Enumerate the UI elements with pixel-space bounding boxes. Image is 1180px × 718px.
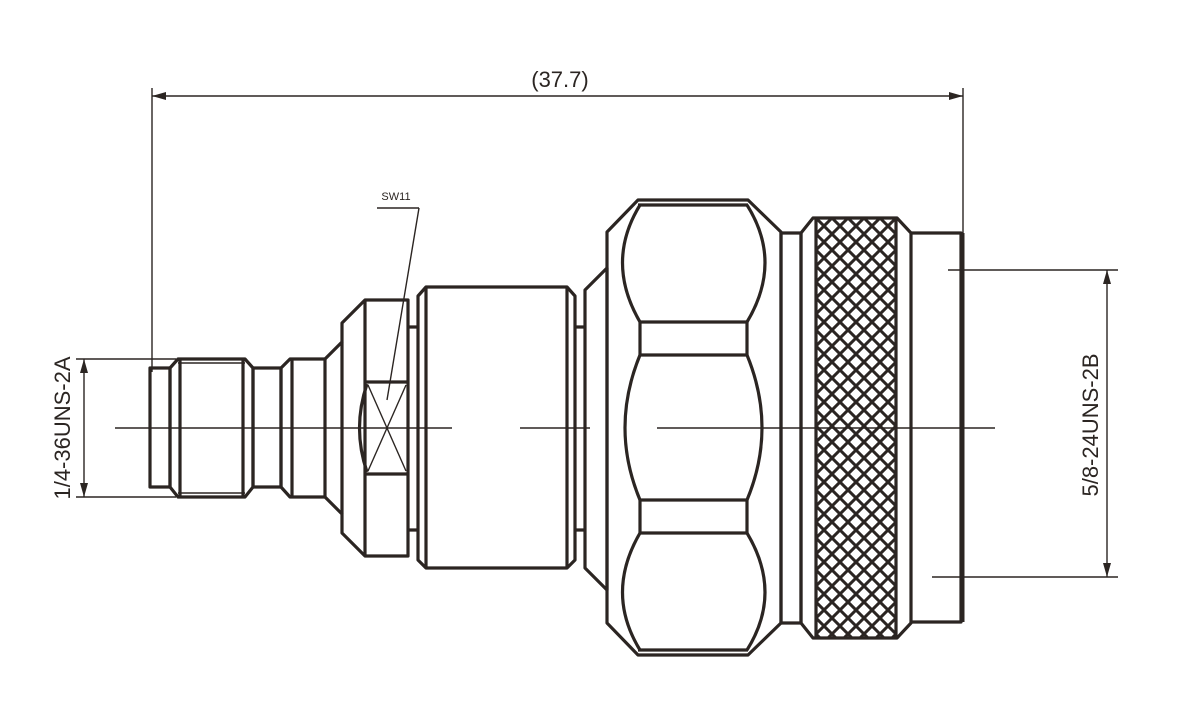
wrench-size-callout: SW11	[377, 191, 420, 401]
wrench-size-label: SW11	[381, 191, 410, 203]
knurl-pattern	[816, 218, 896, 638]
overall-length-label: (37.7)	[531, 67, 588, 92]
sma-plug-section	[148, 298, 410, 558]
right-thread-label: 5/8-24UNS-2B	[1078, 353, 1103, 496]
dimension-arrow-icon	[80, 359, 88, 497]
left-thread-dimension: 1/4-36UNS-2A	[50, 356, 176, 500]
left-thread-label: 1/4-36UNS-2A	[50, 356, 75, 499]
overall-length-dimension: (37.7)	[151, 67, 964, 372]
right-thread-dimension: 5/8-24UNS-2B	[932, 269, 1118, 578]
knurled-coupling	[779, 216, 965, 640]
adapter-body	[408, 266, 609, 592]
